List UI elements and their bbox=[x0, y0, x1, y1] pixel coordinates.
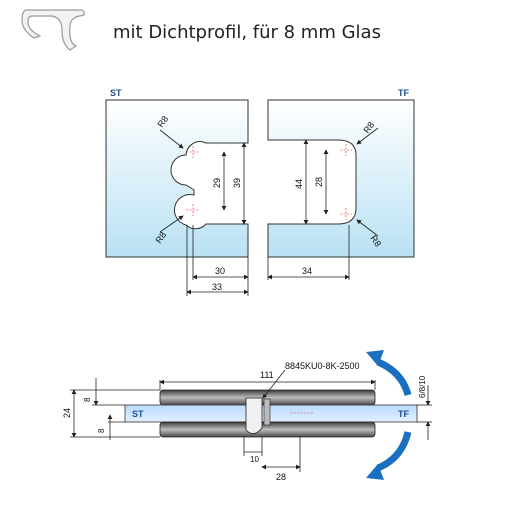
right-glass-panel bbox=[267, 99, 415, 258]
glass-strip bbox=[124, 404, 418, 423]
dim-28: 28 bbox=[276, 472, 286, 482]
dim-upper-8: 8 bbox=[83, 397, 92, 402]
side-left-label: ST bbox=[132, 409, 144, 419]
dim-right-28: 28 bbox=[314, 177, 324, 187]
side-right-label: TF bbox=[398, 409, 409, 419]
seal-profile-icon bbox=[21, 9, 85, 51]
dim-lower-8: 8 bbox=[97, 428, 106, 433]
dim-left-29: 29 bbox=[212, 178, 222, 188]
top-right-label: TF bbox=[398, 88, 409, 98]
top-view-drawing: ST TF R8 R8 R8 R8 29 39 44 28 bbox=[105, 88, 415, 296]
page-title: mit Dichtprofil, für 8 mm Glas bbox=[113, 22, 381, 43]
dim-111: 111 bbox=[260, 370, 274, 380]
center-marks bbox=[186, 144, 352, 220]
dim-10: 10 bbox=[250, 455, 259, 464]
left-glass-panel bbox=[105, 99, 249, 258]
dim-glass-thickness: 6/8/10 bbox=[418, 375, 427, 398]
top-left-label: ST bbox=[110, 88, 122, 98]
dim-34: 34 bbox=[302, 266, 312, 276]
dim-30: 30 bbox=[215, 266, 225, 276]
rotation-arrow-up-icon bbox=[366, 350, 412, 397]
dim-33: 33 bbox=[212, 282, 222, 292]
seal-profile bbox=[245, 397, 263, 434]
rotation-arrow-down-icon bbox=[366, 431, 412, 480]
dim-24: 24 bbox=[62, 408, 72, 418]
side-view-drawing: ST TF 111 8845KU0-8K-2500 24 8 8 6/8/10 bbox=[62, 350, 432, 482]
part-number: 8845KU0-8K-2500 bbox=[285, 361, 360, 371]
dim-left-39: 39 bbox=[232, 178, 242, 188]
dim-right-44: 44 bbox=[294, 179, 304, 189]
